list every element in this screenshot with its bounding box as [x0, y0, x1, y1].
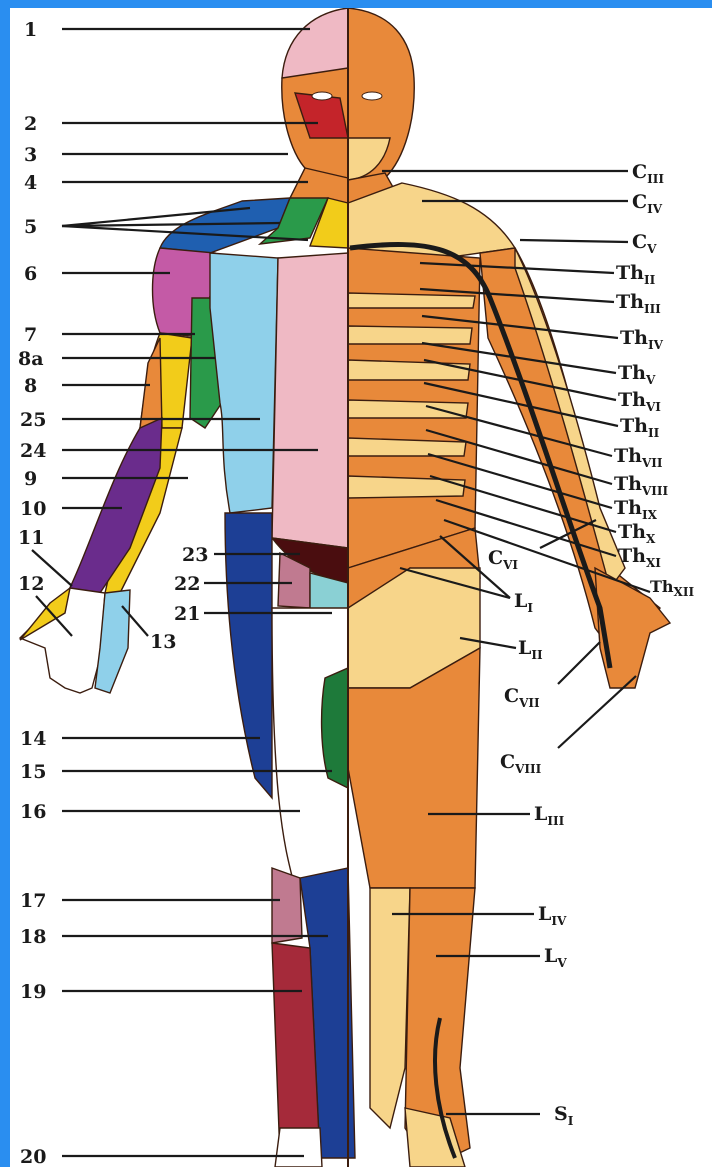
label-10: 10	[20, 498, 46, 520]
label-c-viii: CVIII	[500, 751, 542, 776]
label-8a: 8a	[18, 348, 44, 370]
region-20-foot	[275, 1128, 322, 1167]
label-6: 6	[24, 263, 37, 285]
label-17: 17	[20, 890, 46, 912]
label-3: 3	[24, 144, 37, 166]
label-th-v: ThV	[618, 362, 656, 387]
label-9: 9	[24, 468, 37, 490]
diagram-frame: 1 2 3 4 5 6 7 8a 8 25 24 9 10 11 12 13 2…	[10, 8, 712, 1167]
label-th-iii: ThIII	[616, 291, 661, 316]
label-l-ii: LII	[518, 637, 543, 662]
label-th-vi: ThVI	[618, 389, 661, 414]
dermatome-diagram: 1 2 3 4 5 6 7 8a 8 25 24 9 10 11 12 13 2…	[10, 8, 712, 1167]
label-7: 7	[24, 324, 37, 346]
label-16: 16	[20, 801, 46, 823]
label-l-i: LI	[514, 590, 533, 615]
label-s-i: SI	[554, 1103, 574, 1128]
label-18: 18	[20, 926, 46, 948]
region-25-chest-blue	[210, 253, 278, 513]
label-5: 5	[24, 216, 37, 238]
region-17-knee-mauve	[272, 868, 302, 943]
label-22: 22	[174, 573, 200, 595]
region-5-shoulder-blue	[160, 198, 290, 253]
label-l-iii: LIII	[534, 803, 565, 828]
label-14: 14	[20, 728, 46, 750]
label-1: 1	[24, 19, 37, 41]
region-8-arm-orange	[140, 338, 162, 428]
body-right-half	[348, 8, 670, 1167]
label-24: 24	[20, 440, 46, 462]
label-th-ix: ThIX	[614, 497, 658, 522]
label-8: 8	[24, 375, 37, 397]
label-12: 12	[18, 573, 44, 595]
label-th-x: ThX	[618, 521, 656, 546]
label-l-v: LV	[544, 945, 567, 970]
label-11: 11	[18, 527, 44, 549]
right-eye	[362, 92, 382, 100]
label-19: 19	[20, 981, 46, 1003]
label-th-iv: ThIV	[620, 327, 664, 352]
label-th-xi: ThXI	[618, 545, 661, 570]
label-20: 20	[20, 1146, 46, 1167]
region-1-forehead	[282, 8, 348, 78]
label-15: 15	[20, 761, 46, 783]
label-th-viii: ThVIII	[614, 473, 668, 498]
label-th-vii: ThVII	[614, 445, 663, 470]
label-25: 25	[20, 409, 46, 431]
label-th-ii-b: ThII	[620, 415, 660, 440]
label-c-iii: CIII	[632, 161, 664, 186]
region-14-thigh-blue	[225, 513, 272, 798]
leg-right-light	[370, 888, 410, 1128]
label-2: 2	[24, 113, 37, 135]
label-c-vii: CVII	[504, 685, 540, 710]
label-23: 23	[182, 544, 208, 566]
label-21: 21	[174, 603, 200, 625]
label-c-vi: CVI	[488, 547, 518, 572]
region-24-abdomen-pink	[272, 253, 348, 548]
left-eye	[312, 92, 332, 100]
label-13: 13	[150, 631, 176, 653]
label-th-ii: ThII	[616, 262, 656, 287]
label-4: 4	[24, 172, 37, 194]
label-l-iv: LIV	[538, 903, 567, 928]
label-c-v: CV	[632, 231, 657, 256]
label-c-iv: CIV	[632, 191, 663, 216]
label-th-xii: ThXII	[650, 577, 694, 599]
